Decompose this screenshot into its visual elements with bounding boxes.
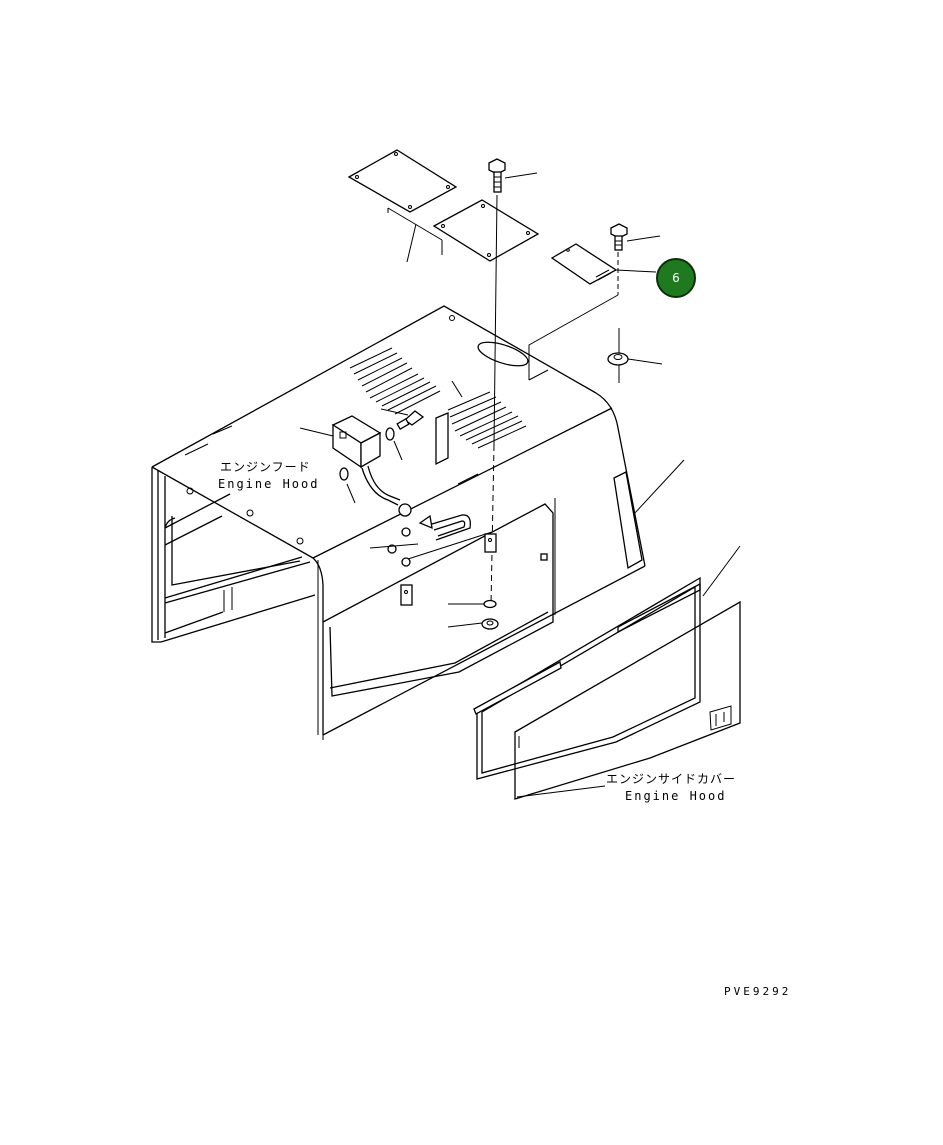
hood-leader (407, 531, 493, 560)
side-cover-panel (514, 600, 741, 800)
bolt-box (339, 408, 425, 504)
inner-bracket (447, 533, 548, 630)
callout-number: 6 (672, 271, 680, 285)
side-cover-leader (516, 785, 606, 798)
engine-hood-label-en: Engine Hood (218, 477, 320, 491)
mounting-area-outline (528, 294, 620, 383)
cover-plate-left (347, 149, 458, 213)
nut-right (607, 352, 663, 366)
bolt-top (488, 158, 538, 193)
seal-strip-lower (473, 660, 562, 715)
cover-plate-center (432, 199, 540, 262)
side-cover-label-en: Engine Hood (625, 789, 727, 803)
part-callout-6[interactable]: 6 (656, 258, 696, 298)
bolt-right (610, 223, 661, 295)
baffle-plate (435, 380, 463, 466)
electrical-box (299, 415, 471, 606)
louvre-grille-right (447, 391, 527, 449)
cover-plates-leader (387, 207, 443, 263)
side-cover-label-jp: エンジンサイドカバー (606, 772, 737, 786)
engine-hood-label-jp: エンジンフード (220, 460, 311, 474)
engine-hood-body (151, 305, 646, 740)
louvre-grille-left (349, 347, 441, 415)
seal-strip-upright (613, 459, 685, 570)
figure-code: PVE9292 (724, 985, 792, 998)
small-plate (550, 243, 657, 285)
side-cover-seal-frame (476, 545, 741, 780)
assembly-centerline (490, 194, 498, 606)
